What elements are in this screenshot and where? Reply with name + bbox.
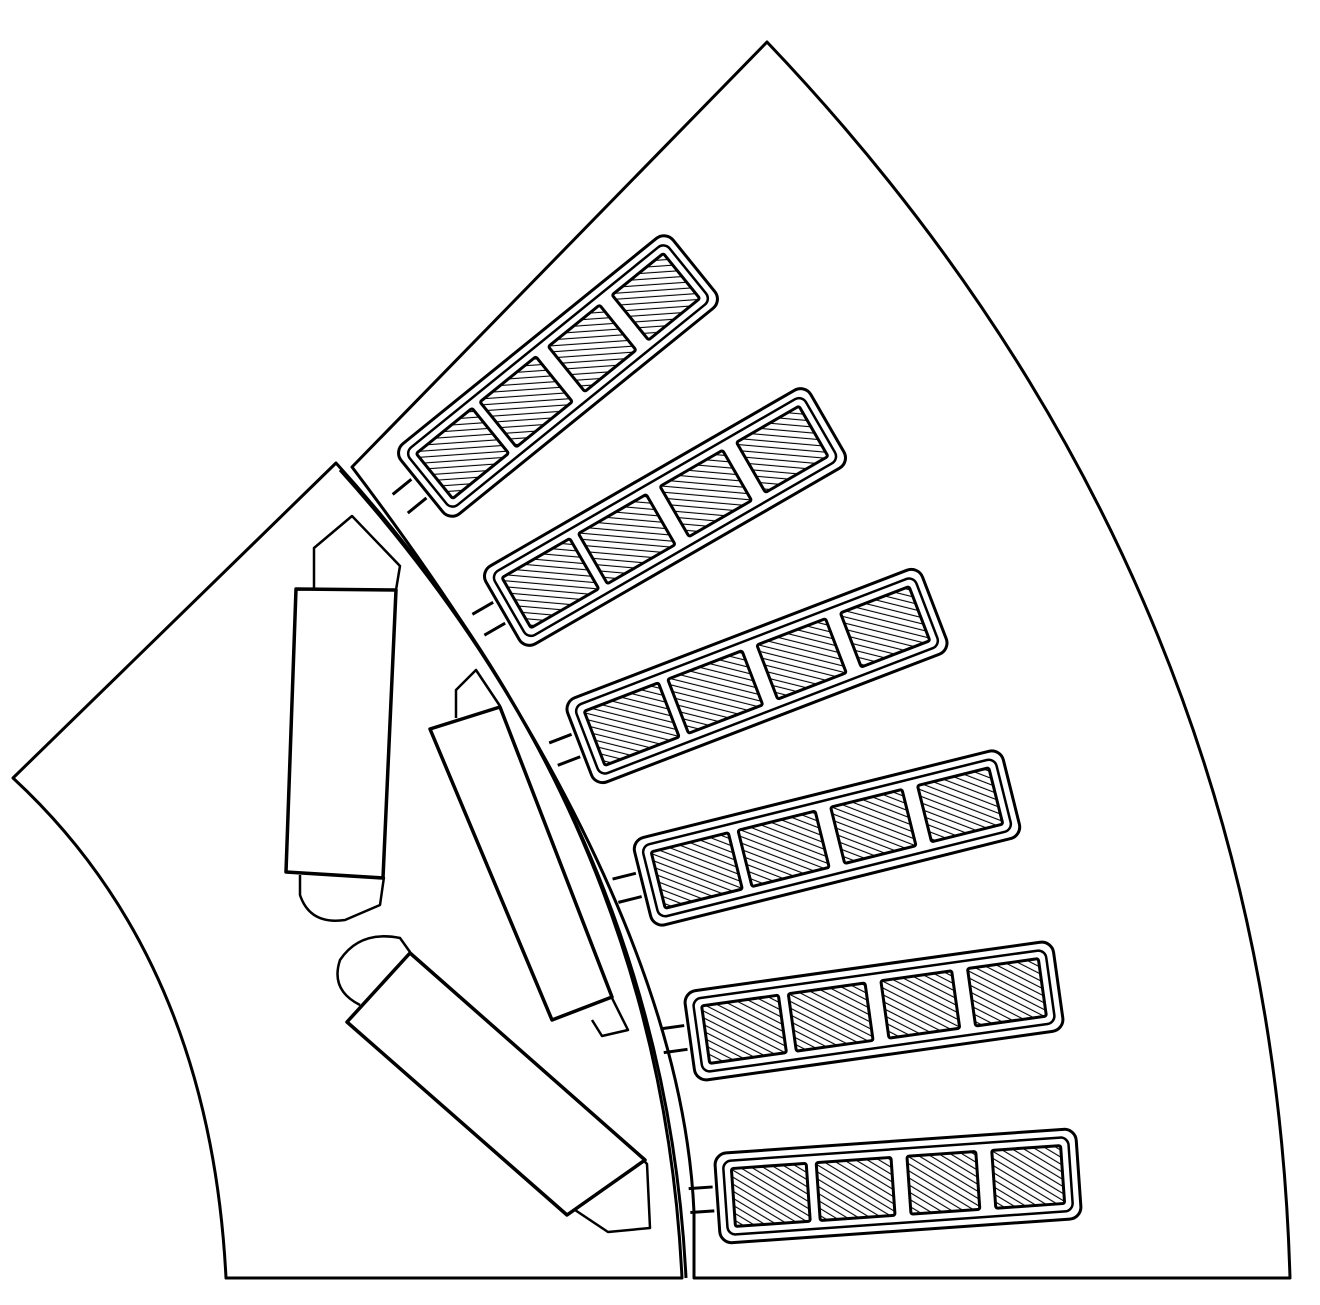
conductor-hatched bbox=[501, 537, 600, 629]
conductor-hatched bbox=[577, 493, 676, 585]
conductor-hatched bbox=[916, 766, 1004, 843]
conductor-hatched bbox=[966, 957, 1048, 1028]
conductor-hatched bbox=[583, 681, 681, 767]
rotor-magnets bbox=[284, 514, 652, 1234]
conductor-hatched bbox=[755, 617, 848, 701]
magnet-pocket-bottom bbox=[590, 997, 630, 1038]
conductor-hatched bbox=[736, 809, 831, 888]
rotor-magnet bbox=[284, 587, 398, 880]
conductor-hatched bbox=[990, 1144, 1066, 1210]
conductor-hatched bbox=[730, 1161, 812, 1228]
slot-opening bbox=[391, 478, 428, 515]
magnet-pocket-bottom bbox=[298, 875, 386, 922]
magnet-pocket-top bbox=[312, 514, 402, 591]
stator-slot bbox=[688, 1127, 1083, 1245]
stator-slot bbox=[471, 387, 847, 647]
conductor-hatched bbox=[479, 355, 574, 448]
slot-liner bbox=[574, 577, 940, 775]
magnet-pocket-top bbox=[454, 668, 502, 718]
conductor-hatched bbox=[735, 405, 829, 494]
slot-opening bbox=[471, 601, 506, 637]
slot-liner bbox=[692, 949, 1056, 1073]
conductor-hatched bbox=[787, 981, 875, 1053]
rotor-magnet bbox=[345, 951, 647, 1217]
conductor-hatched bbox=[547, 304, 637, 393]
conductor-hatched bbox=[611, 252, 701, 341]
stator-slot bbox=[660, 940, 1065, 1082]
slot-opening bbox=[548, 732, 581, 767]
conductor-hatched bbox=[814, 1156, 897, 1222]
slot-liner bbox=[641, 758, 1013, 918]
stator-slot bbox=[391, 234, 719, 518]
stator-slot bbox=[548, 567, 949, 785]
slot-liner bbox=[722, 1136, 1074, 1236]
conductor-hatched bbox=[879, 969, 961, 1040]
air-gap-line bbox=[338, 468, 688, 1279]
stator-slot bbox=[612, 749, 1022, 927]
slot-liner bbox=[492, 396, 838, 638]
rotor-magnet bbox=[428, 705, 614, 1022]
conductor-hatched bbox=[829, 788, 918, 865]
conductor-hatched bbox=[666, 649, 764, 735]
conductor-hatched bbox=[839, 585, 931, 668]
conductor-hatched bbox=[415, 407, 510, 500]
conductor-hatched bbox=[659, 449, 753, 538]
stator-slots bbox=[391, 234, 1083, 1245]
conductor-hatched bbox=[905, 1150, 982, 1216]
slot-opening bbox=[660, 1024, 688, 1055]
slot-opening bbox=[688, 1185, 715, 1215]
slot-opening bbox=[612, 871, 643, 904]
magnet-pocket-top bbox=[336, 935, 412, 1007]
slot-liner bbox=[406, 244, 710, 508]
conductor-hatched bbox=[700, 993, 788, 1065]
conductor-hatched bbox=[650, 831, 744, 910]
